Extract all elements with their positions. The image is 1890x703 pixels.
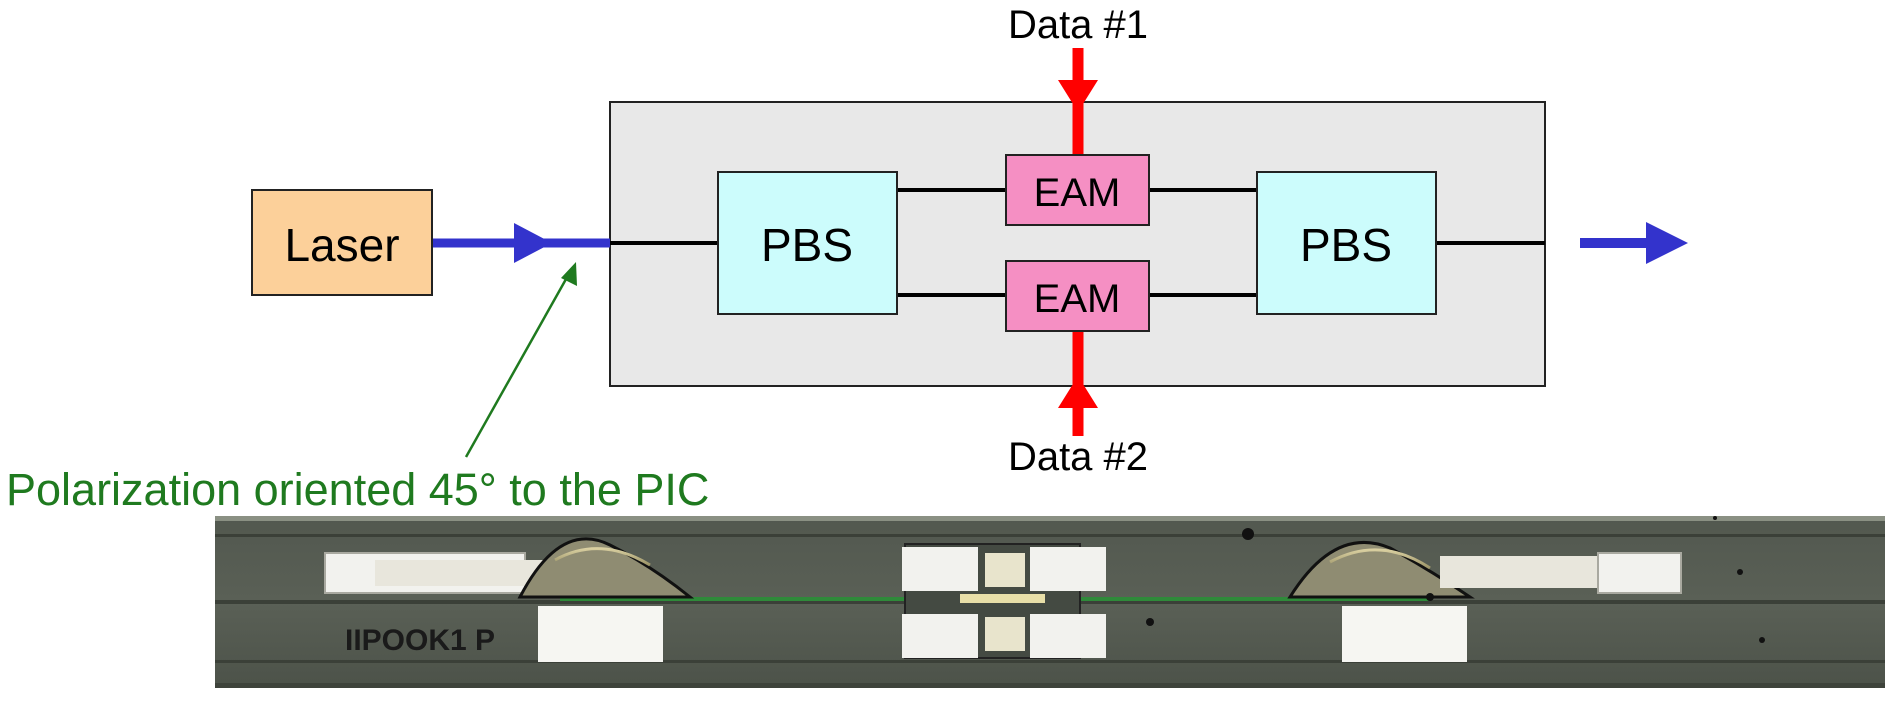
input-arrow-head: [514, 223, 552, 263]
output-optical-arrow: [1580, 222, 1688, 264]
laser-label: Laser: [284, 219, 399, 271]
center-pads: [902, 543, 1106, 659]
chip-marking: IIPOOK1 P: [345, 624, 495, 657]
data-2-label: Data #2: [1008, 435, 1148, 479]
eam-top-block: EAM: [1005, 154, 1150, 226]
eam-bottom-label: EAM: [1034, 277, 1121, 321]
pbs-input-label: PBS: [761, 219, 853, 271]
data-1-label: Data #1: [1008, 3, 1148, 47]
data-1-arrow: [1058, 48, 1098, 155]
chip-photo: IIPOOK1 P: [215, 516, 1885, 688]
polarization-pointer: [464, 262, 577, 458]
pbs-output-block: PBS: [1256, 171, 1437, 315]
eam-top-label: EAM: [1034, 171, 1121, 215]
polarization-annotation: Polarization oriented 45° to the PIC: [6, 464, 709, 515]
waveguides: [610, 188, 1545, 297]
block-diagram: Laser PBS PBS Data #1: [251, 3, 1688, 479]
pbs-input-block: PBS: [717, 171, 898, 315]
pbs-output-label: PBS: [1300, 219, 1392, 271]
laser-block: Laser: [251, 189, 433, 296]
eam-bottom-block: EAM: [1005, 260, 1150, 332]
data-2-arrow: [1058, 330, 1098, 436]
